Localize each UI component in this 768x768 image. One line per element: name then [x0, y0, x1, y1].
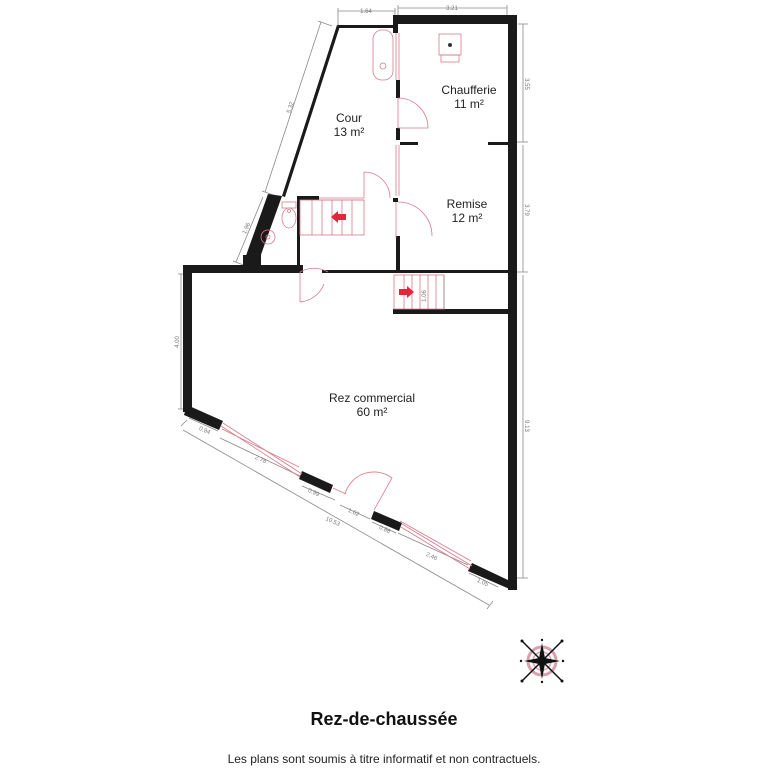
plan-title: Rez-de-chaussée: [310, 709, 458, 729]
room-chaufferie: Chaufferie 11 m²: [441, 83, 496, 111]
svg-text:3.79: 3.79: [523, 204, 529, 216]
svg-text:0.99: 0.99: [307, 488, 321, 499]
svg-text:1.06: 1.06: [422, 290, 428, 302]
toilet-icon: [281, 201, 297, 229]
room-name: Cour: [336, 111, 362, 125]
svg-text:0.94: 0.94: [198, 426, 212, 437]
stair-arrow-icon: [331, 211, 346, 223]
svg-text:1.02: 1.02: [347, 508, 361, 519]
svg-text:2.46: 2.46: [425, 552, 439, 563]
svg-text:5.32: 5.32: [286, 101, 296, 115]
dimension-labels: 1.64 3.21 3.55 3.79 9.13 5.32 1.96 4.00 …: [175, 6, 529, 588]
room-area: 60 m²: [357, 405, 388, 419]
svg-text:1.96: 1.96: [242, 221, 252, 235]
dimension-lines: [178, 5, 528, 610]
bathtub-icon: [372, 29, 394, 81]
room-area: 11 m²: [454, 97, 484, 111]
compass-rose-icon: [519, 638, 565, 684]
svg-text:9.13: 9.13: [523, 420, 529, 432]
svg-text:1.05: 1.05: [476, 578, 490, 589]
svg-text:2.78: 2.78: [254, 455, 268, 466]
boiler-icon: [438, 33, 462, 63]
room-name: Chaufferie: [441, 83, 496, 97]
room-name: Rez commercial: [329, 391, 415, 405]
disclaimer-text: Les plans sont soumis à titre informatif…: [227, 752, 541, 766]
stairs-upper: [299, 199, 365, 236]
svg-text:0.88: 0.88: [378, 525, 392, 536]
svg-text:1.64: 1.64: [360, 9, 372, 15]
sink-icon: [260, 229, 276, 245]
svg-text:3.55: 3.55: [523, 78, 529, 90]
svg-text:3.21: 3.21: [446, 6, 458, 12]
walls: [183, 15, 517, 590]
room-area: 13 m²: [334, 125, 365, 139]
svg-text:4.00: 4.00: [175, 336, 181, 348]
room-rez-commercial: Rez commercial 60 m²: [329, 391, 415, 419]
room-cour: Cour 13 m²: [334, 111, 365, 139]
room-area: 12 m²: [452, 211, 483, 225]
room-name: Remise: [447, 197, 488, 211]
stair-arrow-icon: [399, 286, 414, 298]
doors: [299, 97, 433, 511]
room-remise: Remise 12 m²: [447, 197, 488, 225]
windows: [220, 33, 473, 570]
svg-text:10.53: 10.53: [324, 516, 341, 528]
stairs-lower: [393, 274, 445, 310]
